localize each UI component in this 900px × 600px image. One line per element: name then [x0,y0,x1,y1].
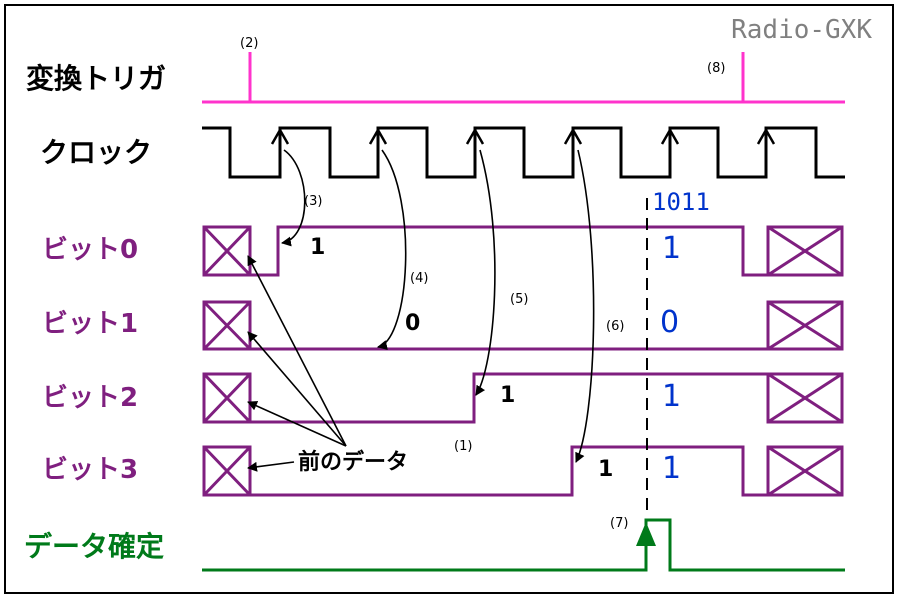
note-3: (3) [304,194,322,209]
note-6: (6) [606,319,624,334]
result-bit-3: 1 [662,451,681,486]
clock-to-bit-arrows [281,149,595,463]
previous-data-arrows [247,255,347,472]
note-5: (5) [510,292,528,307]
label-clock: クロック [40,136,152,169]
trigger-waveform [202,52,845,104]
previous-data-label: 前のデータ [298,449,408,475]
result-bit-1: 0 [660,305,679,340]
label-data-valid: データ確定 [24,530,164,563]
result-bit-2: 1 [662,379,681,414]
bit-2-sample-value: 1 [500,383,515,408]
label-conversion-trigger: 変換トリガ [26,62,166,95]
note-7: (7) [610,516,628,531]
clock-edge-arrows [270,127,776,145]
note-1: (1) [454,439,472,454]
label-bit-1: ビット1 [42,309,138,339]
note-4: (4) [410,271,428,286]
previous-data-boxes [202,225,252,497]
bit-3-waveform [250,445,768,497]
bit-0-sample-value: 1 [310,235,325,260]
data-valid-waveform [202,518,845,572]
label-bit-2: ビット2 [42,383,138,413]
bit-3-sample-value: 1 [598,457,613,482]
label-bit-0: ビット0 [42,235,138,265]
bit-1-sample-value: 0 [405,311,420,336]
watermark-text: Radio-GXK [731,15,872,45]
data-valid-arrow-icon [636,522,656,546]
label-bit-3: ビット3 [42,455,138,485]
next-data-boxes [766,225,844,497]
note-2: (2) [240,36,258,51]
bit-2-waveform [250,372,768,424]
bit-0-waveform [250,225,768,277]
clock-waveform [202,126,845,179]
note-8: (8) [707,61,725,76]
frame [4,4,894,594]
result-bit-0: 1 [662,231,681,266]
result-word: 1011 [652,188,710,216]
